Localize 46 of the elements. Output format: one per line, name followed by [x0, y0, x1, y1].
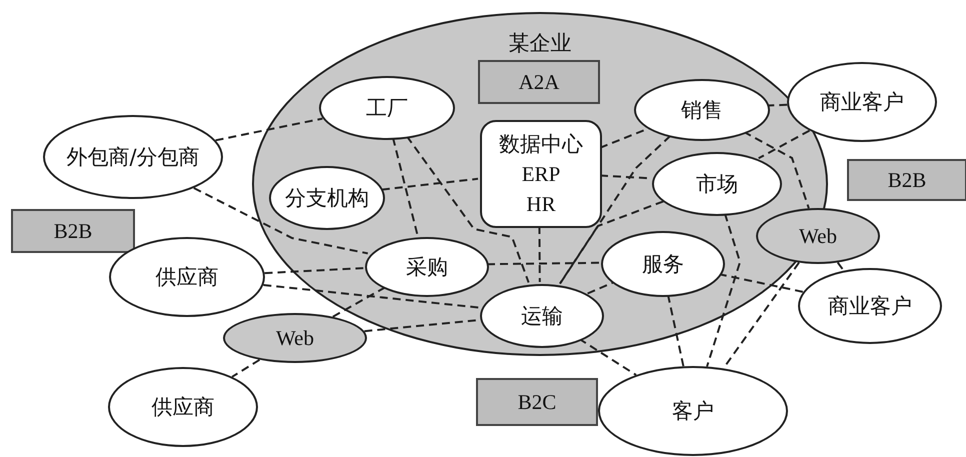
web-ellipse: Web [223, 313, 367, 363]
connector-line [392, 138, 418, 236]
connector-line [193, 187, 368, 254]
ellipse-node: 采购 [365, 237, 489, 297]
ellipse-node: 商业客户 [798, 268, 942, 344]
connector-line [486, 262, 600, 266]
ellipse-node: 供应商 [108, 367, 258, 447]
web-ellipse: Web [756, 208, 880, 264]
ellipse-node: 服务 [601, 231, 725, 297]
connector-line [332, 286, 385, 318]
tag-box: A2A [478, 60, 600, 104]
box-text: ERP [522, 161, 560, 188]
rounded-box [480, 120, 602, 228]
tag-box: B2B [11, 209, 135, 253]
ellipse-node: 工厂 [319, 76, 455, 140]
connector-line [559, 200, 664, 284]
connector-line [836, 262, 844, 272]
connector-line [215, 118, 323, 142]
ellipse-node: 市场 [652, 152, 782, 216]
ellipse-node: 销售 [634, 79, 770, 141]
connector-line [264, 267, 364, 274]
connector-line [718, 273, 804, 293]
connector-line [263, 284, 480, 309]
connector-line [587, 282, 614, 294]
connector-line [559, 135, 671, 284]
connector-line [743, 130, 810, 209]
ellipse-node: 外包商/分包商 [43, 115, 223, 199]
box-text: 数据中心 [499, 131, 583, 158]
tag-box: B2B [847, 159, 966, 201]
connector-line [578, 338, 637, 376]
connector-line [758, 130, 810, 160]
connector-line [406, 136, 530, 283]
connector-line [768, 104, 788, 106]
tag-box: B2C [476, 378, 598, 426]
box-text: HR [526, 191, 556, 218]
ellipse-node: 商业客户 [787, 62, 937, 142]
connector-line [667, 294, 684, 366]
connector-line [382, 178, 478, 191]
connector-line [706, 213, 742, 367]
ellipse-node: 分支机构 [269, 166, 385, 230]
enterprise-title: 某企业 [508, 30, 572, 57]
ellipse-node: 供应商 [109, 237, 265, 317]
ellipse-node: 运输 [480, 284, 604, 348]
connector-line [232, 358, 260, 378]
ellipse-node: 客户 [598, 366, 788, 456]
connector-line [538, 226, 541, 282]
